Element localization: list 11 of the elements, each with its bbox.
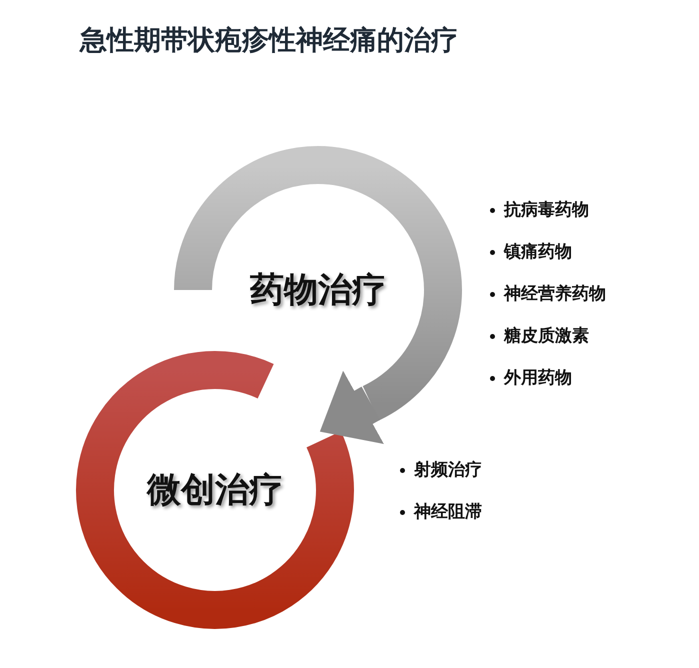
- list-item: 镇痛药物: [504, 241, 572, 263]
- list-item: 糖皮质激素: [504, 325, 589, 347]
- list-item: 射频治疗: [414, 459, 482, 481]
- list-item: 外用药物: [504, 367, 572, 389]
- title: 急性期带状疱疹性神经痛的治疗: [80, 24, 458, 58]
- node-label: 微创治疗: [147, 469, 283, 512]
- list-item: 神经营养药物: [504, 283, 606, 305]
- list-item: 神经阻滞: [414, 501, 482, 523]
- node-label: 药物治疗: [250, 269, 386, 312]
- list-item: 抗病毒药物: [504, 199, 589, 221]
- arrow: [320, 370, 384, 444]
